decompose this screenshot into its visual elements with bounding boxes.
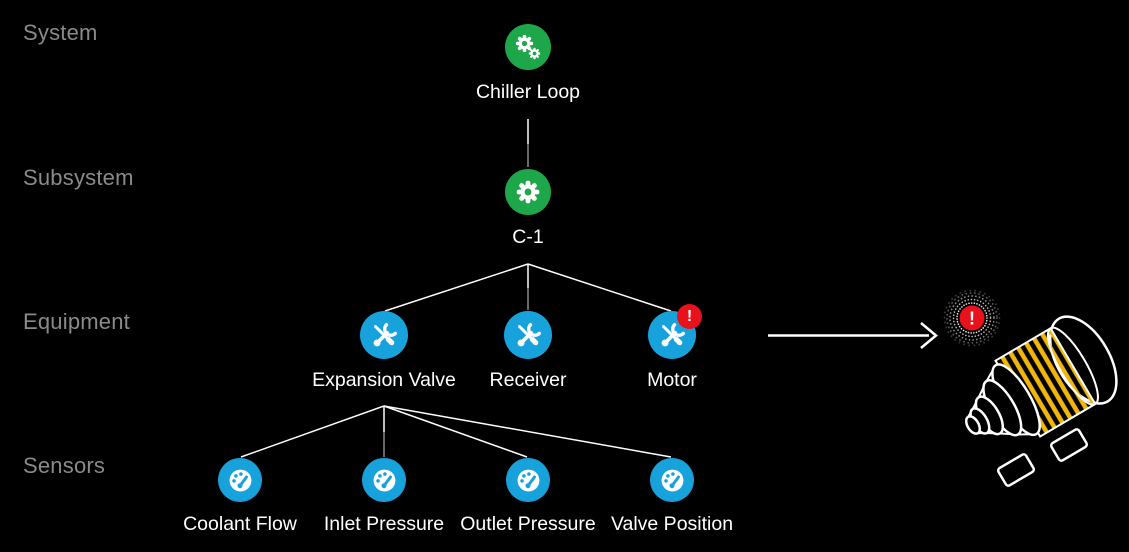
- gauge-icon: [229, 469, 251, 491]
- node-label-c1: C-1: [512, 226, 544, 248]
- gauge-icon: [517, 469, 539, 491]
- alert-cloud: [943, 289, 1001, 347]
- node-receiver[interactable]: [504, 311, 552, 359]
- node-label-expansion-valve: Expansion Valve: [312, 369, 456, 391]
- gears-icon: [515, 34, 541, 60]
- motor-feet: [996, 428, 1089, 487]
- row-label-subsystem: Subsystem: [23, 165, 134, 190]
- node-label-valve-position: Valve Position: [610, 513, 734, 535]
- motor-illustration: !: [943, 289, 1118, 487]
- node-label-motor: Motor: [647, 369, 697, 391]
- gear-icon: [516, 180, 540, 204]
- gauge-icon: [661, 469, 683, 491]
- tools-icon: [661, 322, 685, 346]
- node-label-outlet-pressure: Outlet Pressure: [460, 513, 596, 535]
- node-inlet-pressure[interactable]: [362, 458, 406, 502]
- node-c1[interactable]: [505, 169, 551, 215]
- node-label-coolant-flow: Coolant Flow: [183, 513, 297, 535]
- node-label-chiller-loop: Chiller Loop: [475, 81, 581, 103]
- alert-icon: !: [959, 305, 985, 331]
- svg-text:!: !: [969, 309, 975, 329]
- tools-icon: [373, 322, 397, 346]
- node-valve-position[interactable]: [650, 458, 694, 502]
- row-label-sensors: Sensors: [23, 453, 106, 478]
- node-outlet-pressure[interactable]: [506, 458, 550, 502]
- node-coolant-flow[interactable]: [218, 458, 262, 502]
- node-label-inlet-pressure: Inlet Pressure: [323, 513, 445, 535]
- tools-icon: [517, 322, 541, 346]
- node-label-receiver: Receiver: [489, 369, 567, 391]
- motor-alert-badge: !: [677, 304, 702, 329]
- node-expansion-valve[interactable]: [360, 311, 408, 359]
- row-label-equipment: Equipment: [23, 309, 130, 334]
- node-chiller-loop[interactable]: [505, 24, 551, 70]
- gauge-icon: [373, 469, 395, 491]
- arrow-right-icon: [768, 322, 938, 349]
- row-label-system: System: [23, 20, 98, 45]
